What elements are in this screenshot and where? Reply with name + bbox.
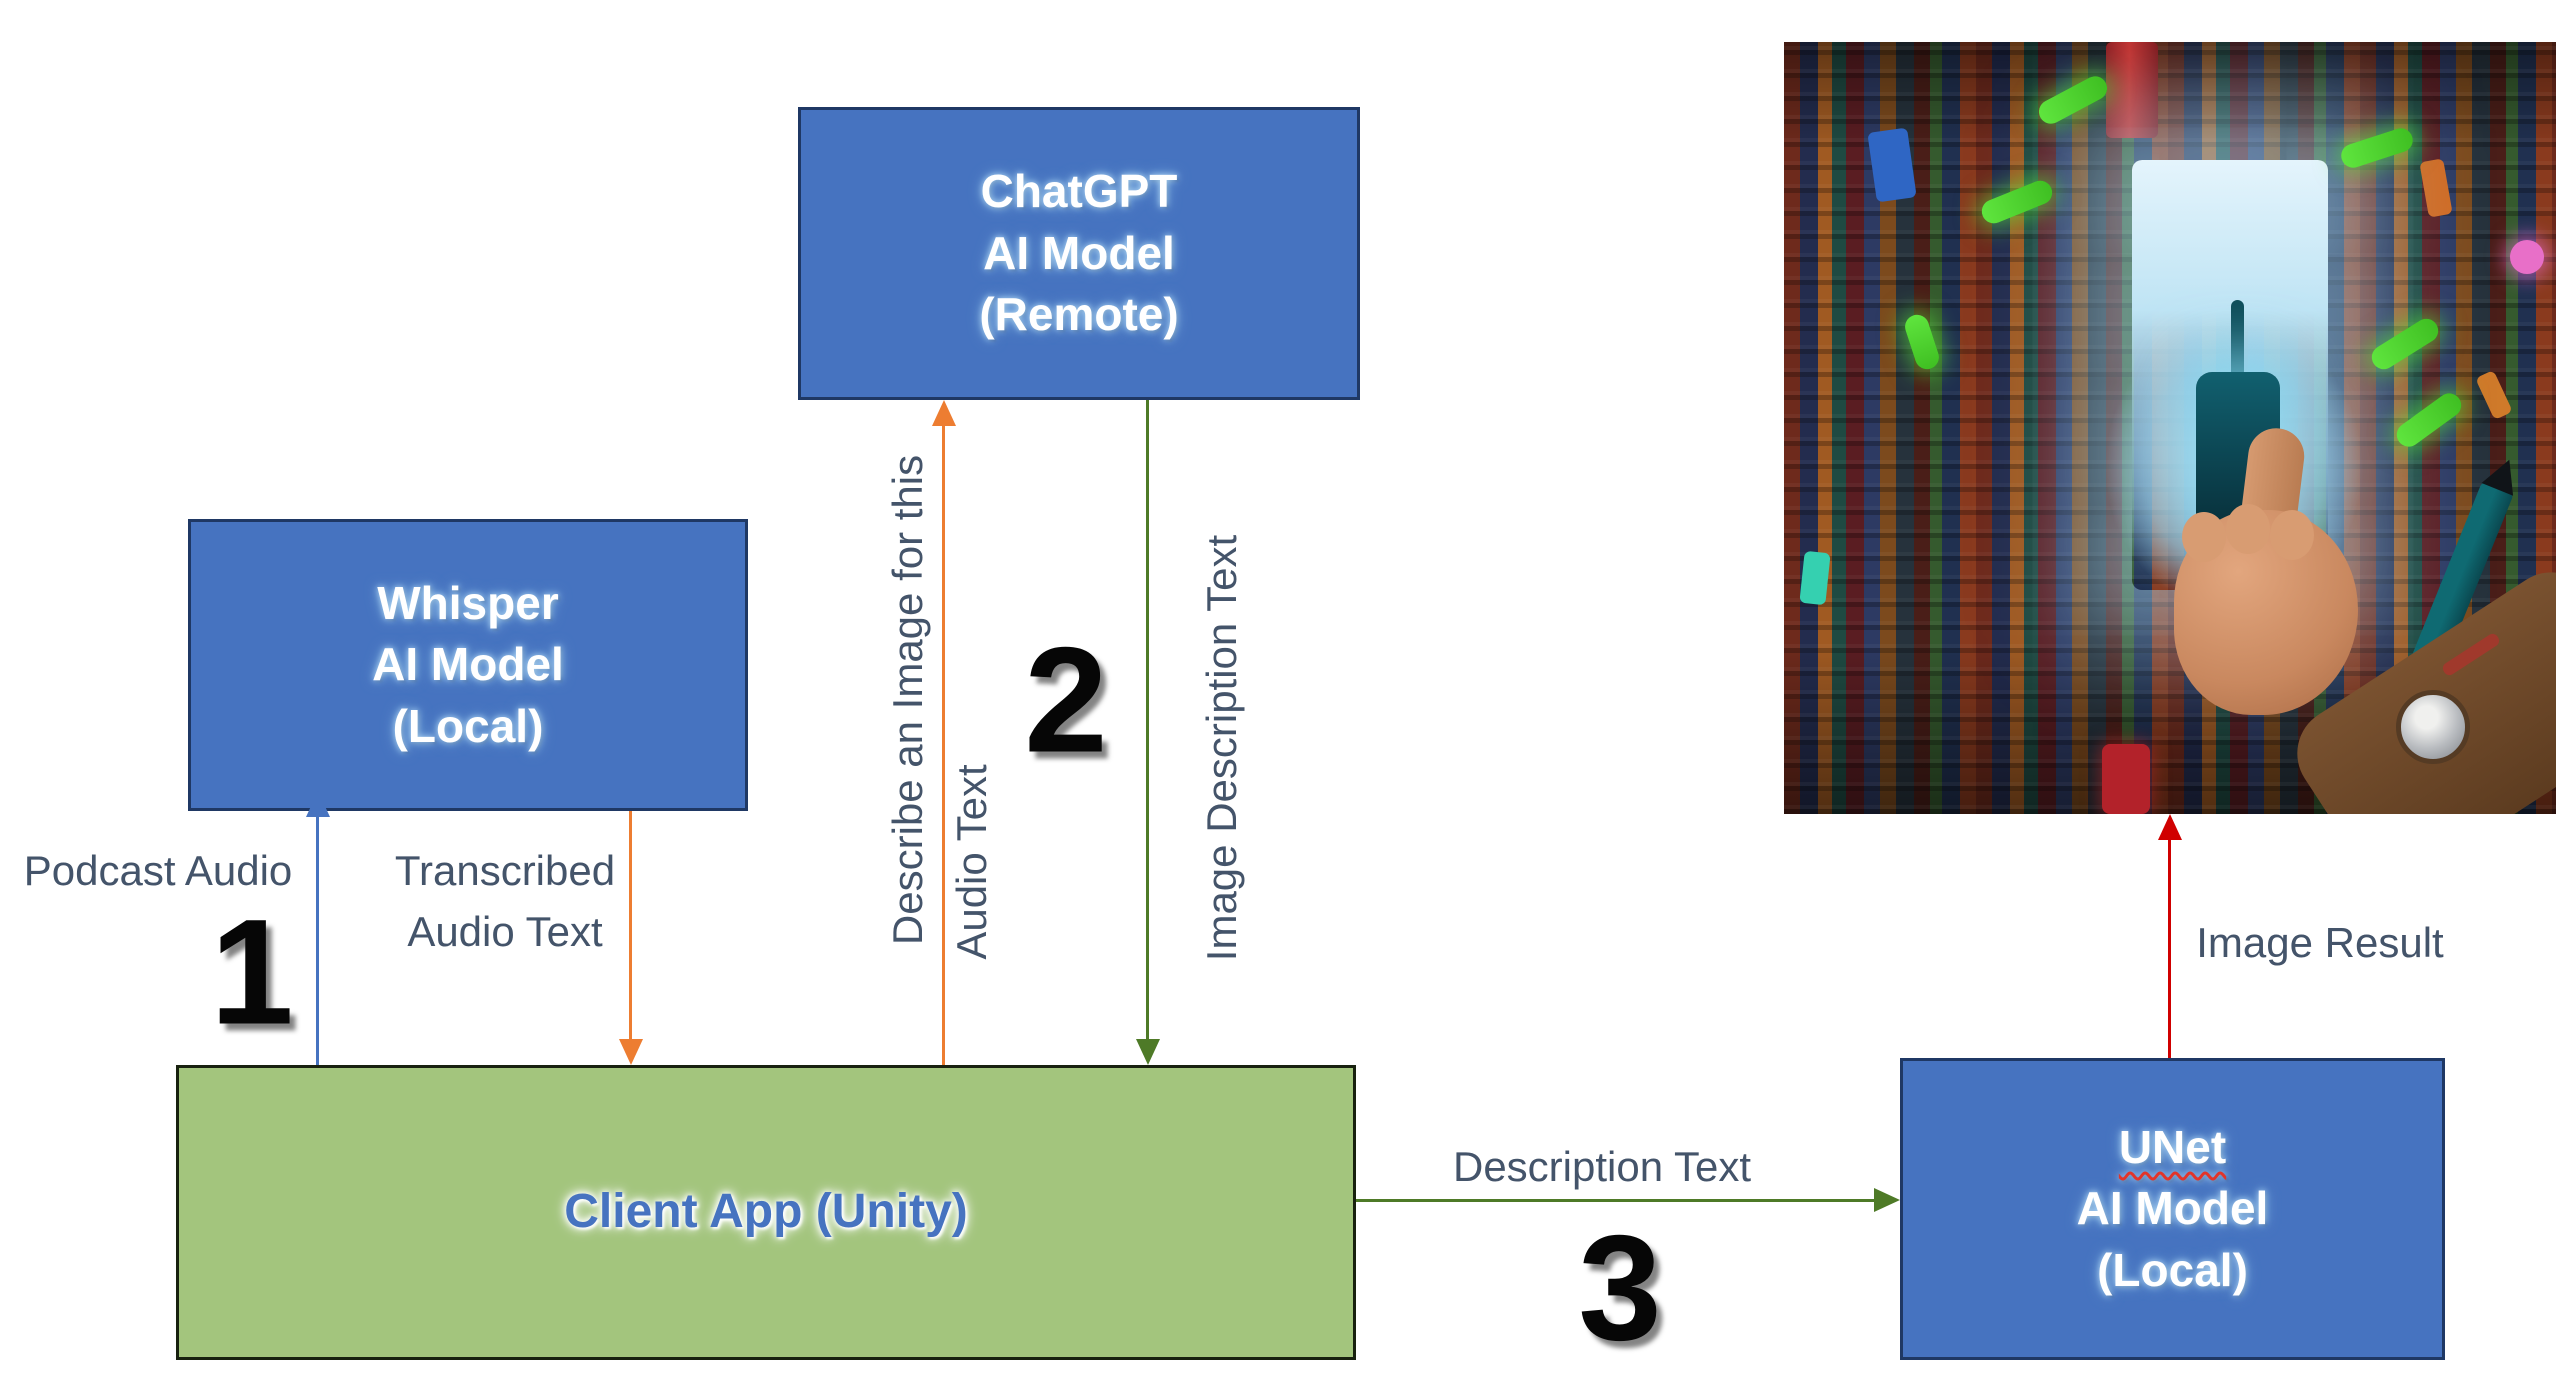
edge-label-description-text: Description Text — [1452, 1143, 1752, 1190]
node-client-label: Client App (Unity) — [564, 1185, 968, 1239]
step-number-3: 3 — [1578, 1203, 1662, 1372]
arrow-image-description-shaft — [1146, 400, 1149, 1041]
node-unet-line2: AI Model — [2076, 1182, 2269, 1235]
pink-glow-dot — [2510, 240, 2544, 274]
arrow-image-result-head — [2158, 814, 2182, 840]
arrow-describe-image-shaft — [942, 424, 945, 1065]
node-whisper-ai-model: Whisper AI Model (Local) — [188, 519, 748, 811]
edge-label-describe-image-line1: Describe an Image for this — [884, 454, 931, 946]
step-number-2: 2 — [1024, 615, 1108, 784]
node-chatgpt-line3: (Remote) — [979, 288, 1179, 341]
node-whisper-line1: Whisper — [377, 576, 559, 629]
edge-label-transcribed: Transcribed Audio Text — [370, 841, 640, 963]
red-bottom-block — [2102, 744, 2150, 814]
edge-label-describe-image-line2: Audio Text — [948, 764, 995, 960]
node-whisper-line3: (Local) — [392, 699, 544, 752]
arrow-podcast-audio-head — [306, 791, 330, 817]
node-unet-line3: (Local) — [2097, 1243, 2248, 1296]
hand-knuckle-1 — [2182, 512, 2226, 562]
hand-knuckle-2 — [2226, 504, 2270, 554]
edge-label-transcribed-line1: Transcribed — [394, 847, 616, 894]
arrow-image-result-shaft — [2168, 838, 2171, 1058]
node-whisper-line2: AI Model — [372, 638, 564, 691]
arrow-image-description-head — [1136, 1039, 1160, 1065]
node-chatgpt-line1: ChatGPT — [980, 165, 1178, 218]
node-unet-ai-model: UNet AI Model (Local) — [1900, 1058, 2445, 1360]
arrow-description-text-shaft — [1356, 1199, 1878, 1202]
generated-image — [1784, 42, 2556, 814]
teal-book-chip — [1799, 550, 1831, 606]
node-client-app-unity: Client App (Unity) — [176, 1065, 1356, 1360]
node-chatgpt-line2: AI Model — [983, 226, 1175, 279]
hand-knuckle-3 — [2270, 510, 2314, 560]
node-unet-line1: UNet — [2118, 1120, 2227, 1173]
silver-watch — [2396, 690, 2470, 764]
arrow-podcast-audio-shaft — [316, 814, 319, 1065]
step-number-1: 1 — [210, 887, 294, 1056]
red-book-spine — [2106, 42, 2158, 138]
edge-label-podcast-audio: Podcast Audio — [23, 847, 293, 894]
device-flame — [2231, 300, 2244, 378]
arrow-description-text-head — [1874, 1188, 1900, 1212]
arrow-describe-image-head — [932, 400, 956, 426]
node-chatgpt-ai-model: ChatGPT AI Model (Remote) — [798, 107, 1360, 400]
arrow-transcribed-head — [619, 1039, 643, 1065]
edge-label-image-description: Image Description Text — [1198, 534, 1245, 962]
edge-label-image-result: Image Result — [2196, 919, 2444, 966]
arrow-transcribed-shaft — [629, 811, 632, 1041]
edge-label-transcribed-line2: Audio Text — [407, 907, 603, 955]
